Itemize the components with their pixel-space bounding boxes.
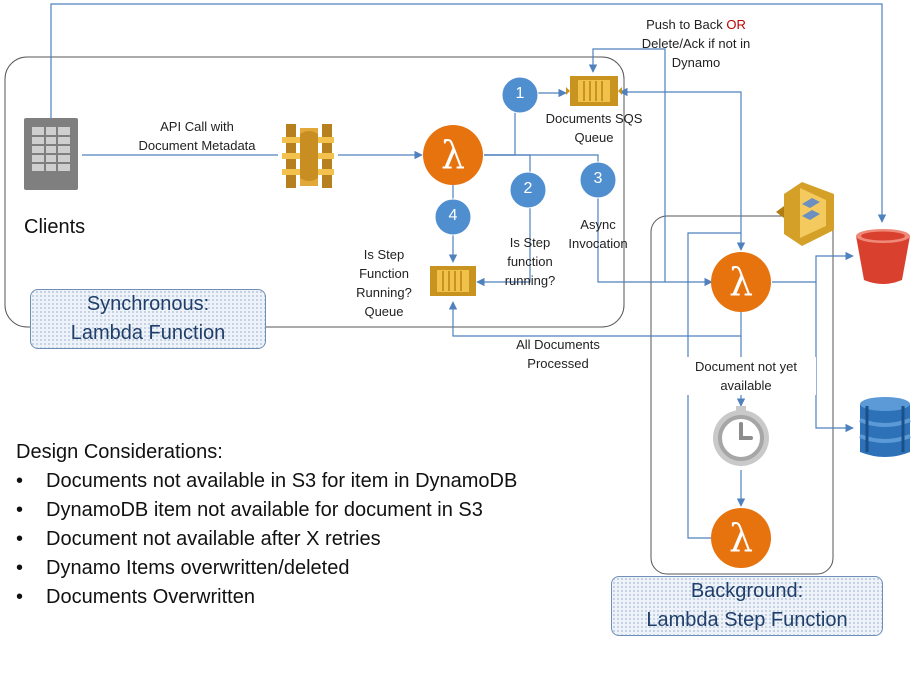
worker-to-dynamodb-connector bbox=[815, 282, 854, 433]
async-line-2: Invocation bbox=[568, 236, 628, 251]
design-considerations: Design Considerations: Documents not ava… bbox=[16, 438, 517, 612]
step-1-connector bbox=[484, 112, 516, 156]
sqs-to-worker-connector bbox=[619, 87, 746, 251]
background-panel: Background: Lambda Step Function bbox=[611, 576, 883, 636]
bg-panel-title: Background: bbox=[690, 580, 804, 602]
sync-panel-title: Synchronous: bbox=[86, 293, 210, 315]
list-item: DynamoDB item not available for document… bbox=[16, 496, 517, 525]
async-invocation-label: Async Invocation bbox=[560, 215, 636, 253]
all-documents-processed-label: All Documents Processed bbox=[488, 335, 628, 373]
server-icon bbox=[24, 118, 78, 190]
step-running-question-label: Is Step function running? bbox=[490, 233, 570, 290]
documents-sqs-line-1: Documents SQS bbox=[545, 111, 643, 126]
considerations-list: Documents not available in S3 for item i… bbox=[16, 467, 517, 612]
step-queue-line-4: Queue bbox=[364, 304, 404, 319]
badge-1-number: 1 bbox=[515, 85, 525, 102]
not-avail-line-2: available bbox=[720, 378, 772, 393]
documents-sqs-label: Documents SQS Queue bbox=[534, 109, 654, 147]
bg-panel-subtitle: Lambda Step Function bbox=[646, 609, 848, 631]
badge-2-number: 2 bbox=[523, 180, 533, 197]
step-running-q-line-3: running? bbox=[504, 273, 556, 288]
document-not-available-label: Document not yet available bbox=[676, 357, 816, 395]
considerations-title: Design Considerations: bbox=[16, 441, 223, 463]
async-invocation-connector bbox=[484, 154, 713, 287]
push-back-or: OR bbox=[726, 17, 746, 32]
step-queue-line-1: Is Step bbox=[363, 247, 405, 262]
push-back-line-1: Push to Back OR bbox=[616, 15, 776, 34]
list-item: Documents Overwritten bbox=[16, 583, 517, 612]
step-badge-3 bbox=[579, 161, 617, 199]
synchronous-panel: Synchronous: Lambda Function bbox=[30, 289, 266, 349]
all-docs-line-2: Processed bbox=[527, 356, 589, 371]
step-functions-icon bbox=[776, 182, 834, 246]
step-queue-line-3: Running? bbox=[356, 285, 412, 300]
clients-to-s3-connector bbox=[50, 3, 887, 223]
lambda-icon: λ bbox=[711, 508, 771, 568]
step-badge-2 bbox=[509, 171, 547, 209]
api-call-line-2: Document Metadata bbox=[138, 138, 256, 153]
sqs-queue-icon bbox=[566, 76, 622, 106]
s3-bucket-icon bbox=[856, 229, 910, 284]
not-avail-line-1: Document not yet bbox=[695, 359, 797, 374]
documents-sqs-line-2: Queue bbox=[574, 130, 614, 145]
list-item: Dynamo Items overwritten/deleted bbox=[16, 554, 517, 583]
step-running-q-line-2: function bbox=[507, 254, 553, 269]
async-line-1: Async bbox=[580, 217, 616, 232]
push-back-line-3: Dynamo bbox=[671, 55, 721, 70]
worker-to-s3-connector bbox=[772, 251, 854, 283]
lambda-icon: λ bbox=[711, 252, 771, 312]
step-queue-label: Is Step Function Running? Queue bbox=[344, 245, 424, 321]
lambda-icon: λ bbox=[423, 125, 483, 185]
step-badge-4 bbox=[434, 198, 472, 236]
list-item: Documents not available in S3 for item i… bbox=[16, 467, 517, 496]
push-back-text: Push to Back bbox=[646, 17, 727, 32]
step-running-q-line-1: Is Step bbox=[509, 235, 551, 250]
svg-text:λ: λ bbox=[729, 260, 753, 304]
list-item: Document not available after X retries bbox=[16, 525, 517, 554]
clients-label: Clients bbox=[24, 216, 86, 238]
api-call-line-1: API Call with bbox=[160, 119, 234, 134]
badge-4-number: 4 bbox=[448, 207, 458, 224]
api-gateway-icon bbox=[282, 124, 334, 188]
sync-panel-subtitle: Lambda Function bbox=[70, 322, 226, 344]
step-badge-1 bbox=[501, 76, 539, 114]
all-docs-line-1: All Documents bbox=[516, 337, 600, 352]
dynamodb-icon bbox=[859, 397, 911, 457]
badge-3-number: 3 bbox=[593, 170, 603, 187]
api-call-label: API Call with Document Metadata bbox=[112, 117, 282, 155]
svg-text:λ: λ bbox=[729, 516, 753, 560]
clock-icon bbox=[713, 406, 769, 466]
step-queue-line-2: Function bbox=[359, 266, 409, 281]
sqs-queue-icon bbox=[430, 266, 476, 296]
push-back-label: Push to Back OR Delete/Ack if not in Dyn… bbox=[616, 15, 776, 72]
svg-text:λ: λ bbox=[441, 133, 465, 177]
push-back-line-2: Delete/Ack if not in bbox=[641, 36, 751, 51]
all-documents-processed-connector bbox=[448, 301, 742, 337]
